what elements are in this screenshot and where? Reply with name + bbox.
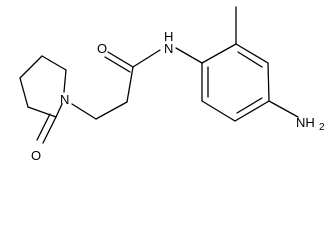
lactam-carbonyl-bond-1 [42,116,57,144]
amine-bond [268,100,299,118]
amide-oxygen-label: O [97,41,107,56]
ring-bond-6 [41,55,67,71]
ring-bond-3 [27,106,57,118]
benzene-bond-5 [201,100,236,122]
ring-bond-4 [55,103,63,118]
amide-carbonyl-bond-2 [104,56,131,73]
benzene-bond-2 [235,43,269,64]
benzene-double-2 [236,97,263,114]
nh-aryl-bond [175,47,203,64]
lactam-carbonyl-bond-2 [36,113,51,141]
chain-bond-1 [71,103,97,120]
propanamide-chain [71,47,203,120]
benzene-bond-3 [267,62,270,102]
benzene-bond-4 [234,100,270,122]
amine-subscript-label: 2 [319,122,325,133]
amine-group-label: NH [296,115,315,130]
ring-bond-2 [19,77,29,108]
benzene-ring [201,6,299,122]
chemical-structure-diagram: O N H N O NH 2 [19,6,325,163]
pyrrolidinone-ring [19,55,67,144]
lactam-oxygen-label: O [31,148,41,163]
structure-canvas: O N H N O NH 2 [19,6,325,163]
amide-hydrogen-label: H [164,29,173,44]
benzene-double-1 [237,51,263,68]
chain-bond-2 [95,101,128,120]
ring-bond-5 [63,69,67,93]
amide-carbonyl-bond-1 [107,51,134,68]
amide-cn-bond [132,49,161,68]
ring-bond-1 [19,55,43,79]
amide-nitrogen-label: N [164,41,173,56]
benzene-bond-1 [201,43,237,64]
chain-bond-3 [126,66,134,103]
ring-nitrogen-label: N [60,92,69,107]
